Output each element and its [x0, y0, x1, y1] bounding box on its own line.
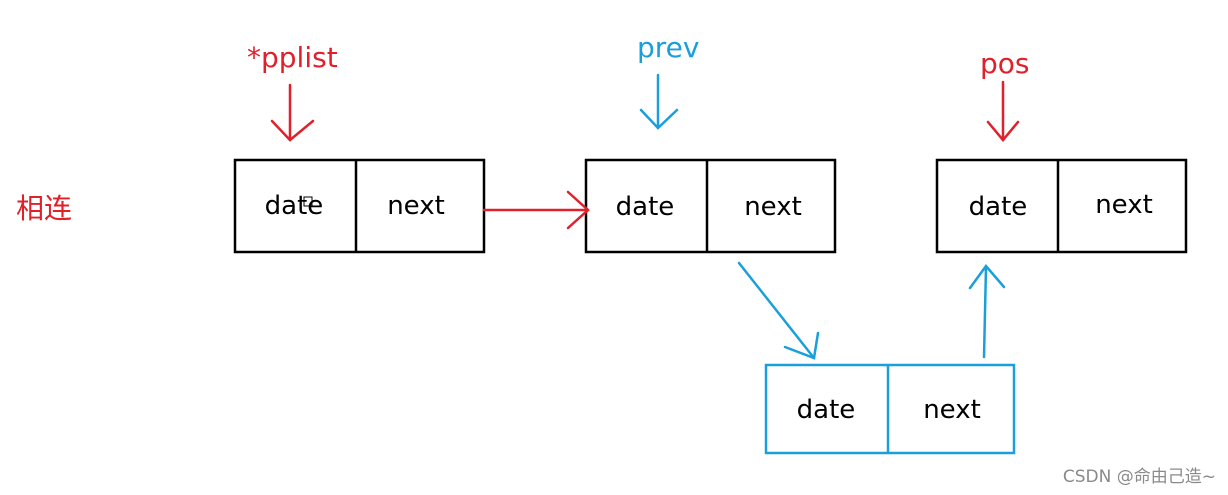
node-1-next: next: [387, 191, 445, 221]
pplist-label: *pplist: [247, 41, 338, 74]
link-arrow-new-node-to-node3: [968, 263, 1006, 359]
node-2-next: next: [744, 192, 802, 222]
prev-label: prev: [637, 31, 700, 64]
side-label: 相连: [16, 192, 73, 225]
pos-label: pos: [980, 47, 1030, 80]
node-1-date: date: [264, 191, 324, 221]
node-3-date: date: [968, 192, 1028, 222]
link-arrow-node2-to-new-node: [737, 261, 820, 360]
pplist-arrow: [270, 83, 315, 142]
cursor-mark: [303, 196, 313, 207]
link-arrow-node1-to-node2: [482, 190, 590, 230]
new-node-date: date: [796, 395, 856, 425]
node-3-box: [935, 158, 1188, 254]
node-3-next: next: [1095, 190, 1153, 220]
node-1-box: [233, 158, 486, 254]
prev-arrow: [639, 73, 679, 130]
new-node-next: next: [923, 395, 981, 425]
new-node-box: [764, 363, 1016, 455]
pos-arrow: [986, 80, 1020, 142]
node-2-date: date: [615, 192, 675, 222]
node-2-box: [584, 158, 837, 254]
watermark: CSDN @命由己造~: [1062, 467, 1216, 487]
